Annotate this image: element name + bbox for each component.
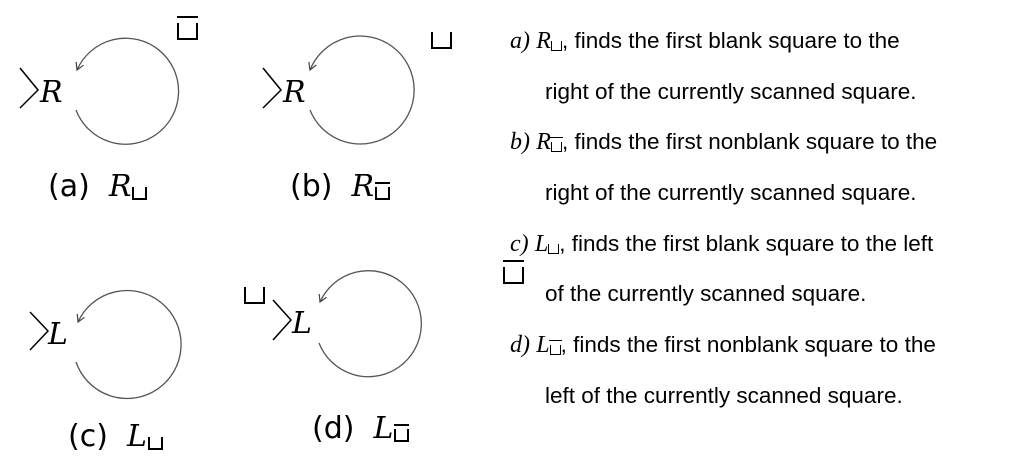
item-symbol: R xyxy=(536,129,551,156)
start-arrow-d xyxy=(272,299,293,341)
state-diagrams xyxy=(19,35,422,400)
self-loop-arrow-d xyxy=(318,270,422,378)
blank-symbol-icon xyxy=(550,41,562,51)
description-b: b) R , finds the first nonblank square to… xyxy=(510,123,937,174)
caption-label: (c) xyxy=(68,419,108,454)
caption-c: (c) L xyxy=(68,422,163,452)
item-symbol: L xyxy=(534,230,549,257)
description-list: a) R , finds the first blank square to th… xyxy=(510,22,937,428)
item-label: c) xyxy=(510,230,529,257)
item-text: , finds the first nonblank square to the xyxy=(560,332,936,358)
caption-b: (b) R xyxy=(290,169,391,204)
state-label-a: R xyxy=(40,75,63,110)
item-text: , finds the first blank square to the xyxy=(561,28,900,53)
item-text: , finds the first nonblank square to the xyxy=(561,129,938,155)
caption-symbol: L xyxy=(126,419,147,454)
item-symbol: L xyxy=(536,332,550,359)
start-arrow-a xyxy=(19,67,40,109)
blank-symbol-icon xyxy=(132,187,148,200)
description-b-cont: right of the currently scanned square. xyxy=(545,180,917,206)
state-label-b: R xyxy=(283,75,306,110)
caption-label: (d) xyxy=(312,411,355,446)
blank-symbol-icon xyxy=(147,437,163,450)
caption-label: (b) xyxy=(290,169,333,204)
nonblank-symbol-icon xyxy=(394,424,410,442)
blank-symbol-icon xyxy=(548,243,560,254)
description-d-cont: left of the currently scanned square. xyxy=(545,382,903,408)
caption-symbol: R xyxy=(351,169,375,204)
item-label: b) xyxy=(510,129,530,156)
state-label-c: L xyxy=(48,317,68,352)
nonblank-symbol-icon xyxy=(177,16,198,40)
description-a: a) R , finds the first blank square to th… xyxy=(510,22,937,73)
item-text: , finds the first blank square to the le… xyxy=(559,230,934,256)
blank-symbol-icon xyxy=(431,32,452,49)
start-arrow-c xyxy=(29,311,50,351)
item-symbol: R xyxy=(536,28,551,54)
caption-d: (d) L xyxy=(312,411,410,446)
state-label-d: L xyxy=(292,306,312,341)
caption-a: (a) R xyxy=(48,169,148,204)
description-c-cont: of the currently scanned square. xyxy=(545,281,867,307)
self-loop-arrow-b xyxy=(308,35,415,145)
nonblank-symbol-icon xyxy=(549,137,563,153)
blank-symbol-icon xyxy=(244,287,265,304)
description-a-cont: right of the currently scanned square. xyxy=(545,78,917,104)
caption-label: (a) xyxy=(48,169,90,204)
caption-symbol: L xyxy=(373,411,394,446)
item-label: a) xyxy=(510,28,530,54)
start-arrow-b xyxy=(262,67,283,109)
nonblank-symbol-icon xyxy=(503,260,524,284)
description-d: d) L , finds the first nonblank square to… xyxy=(510,326,937,377)
self-loop-arrow-a xyxy=(75,37,180,145)
self-loop-arrow-c xyxy=(75,289,182,400)
description-c: c) L , finds the first blank square to th… xyxy=(510,225,937,276)
caption-symbol: R xyxy=(108,169,132,204)
nonblank-symbol-icon xyxy=(548,340,562,356)
item-label: d) xyxy=(510,332,530,359)
nonblank-symbol-icon xyxy=(375,182,391,200)
